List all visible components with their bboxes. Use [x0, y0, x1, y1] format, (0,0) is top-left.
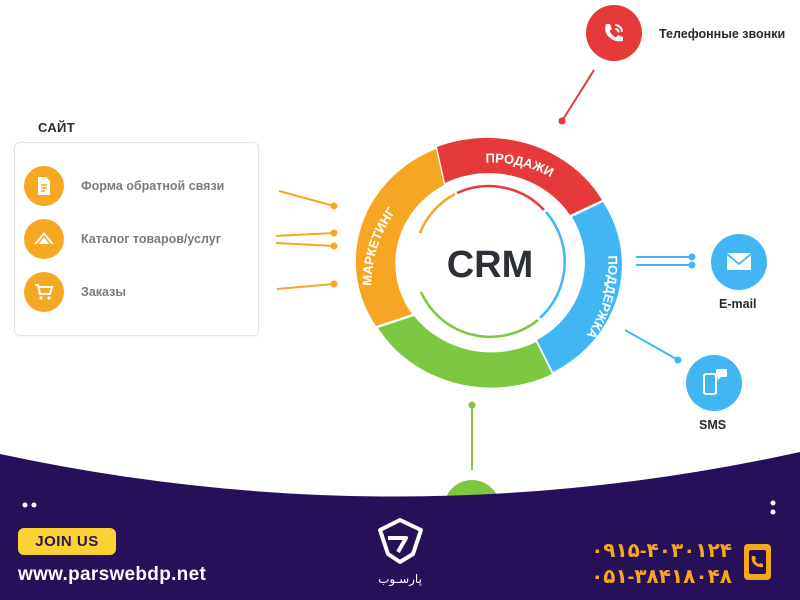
- catalog-icon: [24, 219, 64, 259]
- crm-ring: CRM: [355, 137, 622, 388]
- phone-connector: [561, 69, 595, 122]
- site-item-label: Форма обратной связи: [81, 179, 225, 193]
- phone-number-landline[interactable]: ۰۵۱-۳۸۴۱۸۰۴۸: [591, 566, 732, 588]
- join-us-button[interactable]: JOIN US: [18, 528, 116, 555]
- website-url[interactable]: www.parswebdp.net: [18, 564, 207, 585]
- phone-icon: [605, 24, 623, 42]
- segment-marketing: [355, 149, 444, 326]
- brand-logo-icon: [378, 518, 423, 564]
- site-item-orders: Заказы: [24, 272, 244, 312]
- phone-connector-dot: [558, 117, 566, 125]
- site-connector-1: [278, 190, 335, 207]
- site-connector-4: [276, 283, 335, 290]
- envelope-icon: [726, 253, 752, 270]
- phone-channel-label: Телефонные звонки: [659, 27, 786, 41]
- footer-background: [0, 452, 800, 600]
- site-item-catalog: Каталог товаров/услуг: [24, 219, 244, 259]
- sms-channel-node: [686, 355, 742, 411]
- site-connector-2: [275, 232, 335, 237]
- brand-name: پارسـوب: [378, 572, 422, 586]
- footer-decor-dots: [22, 500, 776, 515]
- site-title: САЙТ: [38, 120, 75, 135]
- email-channel-label: E-mail: [719, 297, 757, 311]
- phone-number-mobile[interactable]: ۰۹۱۵-۴۰۳۰۱۲۴: [591, 540, 732, 562]
- phone-channel-node: [586, 5, 642, 61]
- site-item-label: Заказы: [81, 285, 127, 299]
- mobile-message-icon: [703, 369, 727, 395]
- sms-channel-label: SMS: [699, 418, 727, 432]
- sms-connector: [624, 329, 679, 361]
- site-item-feedback-form: Форма обратной связи: [24, 166, 244, 206]
- site-connector-3: [275, 242, 335, 247]
- document-icon: [24, 166, 64, 206]
- contact-book-icon: [744, 544, 771, 580]
- segment-sales: [437, 137, 602, 215]
- site-item-label: Каталог товаров/услуг: [81, 232, 221, 246]
- connector-lines: [275, 69, 696, 470]
- email-channel-node: [711, 234, 767, 290]
- segment-support: [537, 202, 622, 372]
- cart-icon: [24, 272, 64, 312]
- crm-center-label: CRM: [447, 244, 534, 286]
- segment-management: [378, 316, 552, 388]
